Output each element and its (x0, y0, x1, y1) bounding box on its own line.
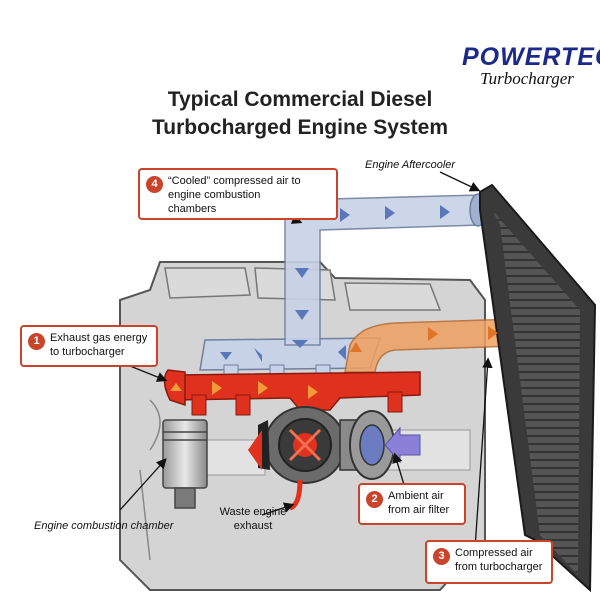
callout-2-line-1: Ambient air (388, 490, 444, 502)
callout-1: 1 Exhaust gas energy to turbocharger (20, 325, 158, 367)
callout-1-badge: 1 (28, 333, 45, 350)
turbocharger (258, 406, 395, 511)
title-line-1: Typical Commercial Diesel (167, 88, 433, 111)
combustion-chamber-label: Engine combustion chamber (34, 520, 174, 532)
callout-4-line-1: “Cooled” compressed air to (168, 175, 301, 187)
waste-exhaust-arrow (248, 430, 262, 470)
waste-exhaust-label: Waste engine exhaust (208, 505, 298, 533)
compressed-air-arrows (350, 326, 498, 352)
waste-exhaust-line-2: exhaust (233, 520, 273, 532)
leader-lines (114, 171, 493, 549)
callout-2-badge: 2 (366, 491, 383, 508)
piston (162, 419, 208, 509)
aftercooler-label: Engine Aftercooler (365, 159, 456, 171)
brand-name: POWERTEC (462, 43, 600, 71)
brand-subtitle: Turbocharger (480, 69, 574, 88)
callout-1-line-2: to turbocharger (50, 346, 125, 358)
callout-3-line-1: Compressed air (455, 547, 533, 559)
cooled-air-arrows (220, 205, 450, 362)
callout-4-line-3: chambers (168, 203, 217, 215)
aftercooler-radiator (479, 183, 597, 593)
callout-1-line-1: Exhaust gas energy (50, 332, 148, 344)
diagram-title: Typical Commercial Diesel Turbocharged E… (120, 86, 480, 142)
callout-3-line-2: from turbocharger (455, 561, 543, 573)
brand-logo: POWERTEC Turbocharger (462, 43, 600, 88)
callout-4: 4 “Cooled” compressed air to engine comb… (138, 168, 338, 220)
exhaust-arrows (170, 381, 318, 399)
callout-4-line-2: engine combustion (168, 189, 261, 201)
callout-2: 2 Ambient air from air filter (358, 483, 466, 525)
callout-4-badge: 4 (146, 176, 163, 193)
title-line-2: Turbocharged Engine System (152, 116, 448, 139)
callout-2-line-2: from air filter (388, 504, 450, 516)
callout-3-badge: 3 (433, 548, 450, 565)
callout-3: 3 Compressed air from turbocharger (425, 540, 553, 584)
waste-exhaust-line-1: Waste engine (219, 506, 287, 518)
